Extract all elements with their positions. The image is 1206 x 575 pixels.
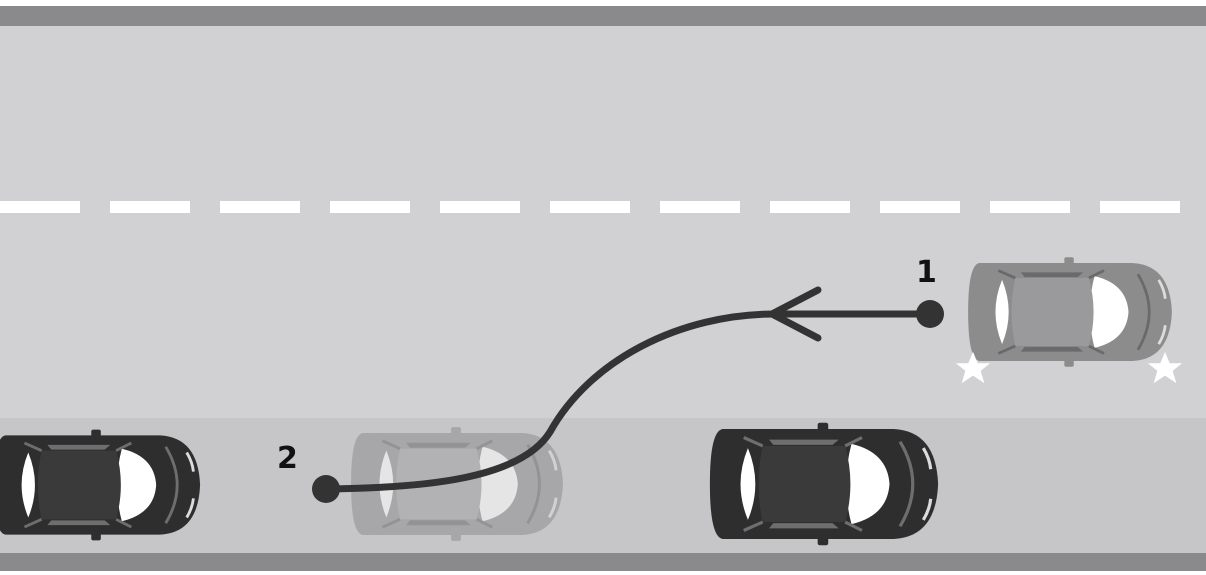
curb-bottom (0, 553, 1206, 571)
parked-car-right (708, 420, 940, 548)
step-label-2: 2 (277, 441, 298, 476)
arrowhead-icon (768, 286, 822, 342)
maneuvering-car (966, 255, 1174, 369)
end-point-marker (312, 475, 340, 503)
maneuver-path (322, 310, 934, 493)
curb-top (0, 0, 1206, 6)
step-label-1: 1 (916, 255, 937, 290)
parking-lane (0, 418, 1206, 553)
curb-bottom-edge (0, 571, 1206, 575)
start-point-marker (916, 300, 944, 328)
curb-top-band (0, 6, 1206, 26)
